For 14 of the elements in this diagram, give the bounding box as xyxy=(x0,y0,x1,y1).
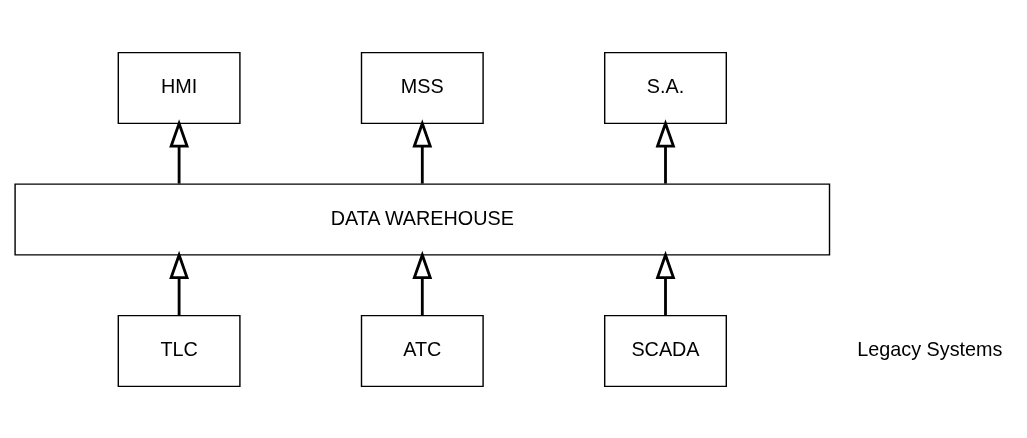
node-box: DATA WAREHOUSE xyxy=(14,182,831,256)
arrow xyxy=(169,118,189,184)
arrow xyxy=(412,250,433,315)
label: Legacy Systems xyxy=(857,337,1003,360)
node-box: TLC xyxy=(117,314,241,387)
node-box: S.A. xyxy=(604,51,727,124)
node-box: HMI xyxy=(117,51,241,124)
node-box: SCADA xyxy=(604,314,727,387)
node-box: MSS xyxy=(360,51,484,124)
arrow xyxy=(412,118,433,184)
node-box: ATC xyxy=(360,314,484,387)
arrow xyxy=(655,118,676,184)
arrow xyxy=(169,250,189,315)
arrow xyxy=(655,250,676,315)
